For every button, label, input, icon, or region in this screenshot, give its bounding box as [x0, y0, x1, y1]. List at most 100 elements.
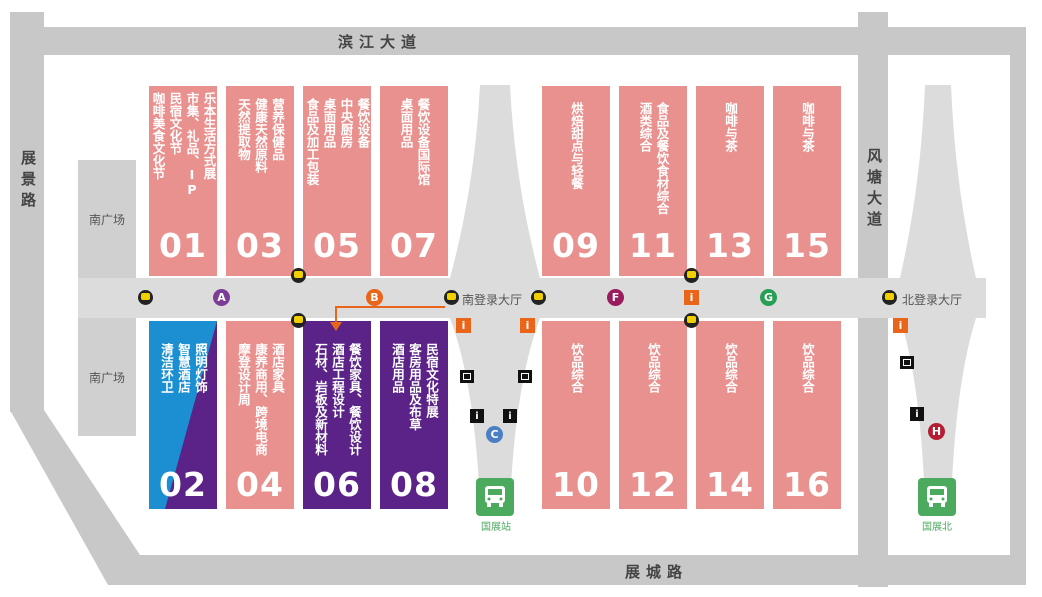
south-lobby-label: 南登录大厅: [462, 293, 523, 307]
road-left: [10, 12, 44, 412]
info-icon: i: [520, 318, 535, 333]
hall-06[interactable]: 餐饮家具、餐饮设计 酒店工程设计 石材、岩板及新材料 06: [303, 321, 371, 509]
south-plaza-top: 南广场: [78, 160, 136, 278]
hall-04-line: 酒店家具: [270, 343, 285, 393]
hall-01-line: 民宿文化节: [167, 92, 183, 155]
hall-13[interactable]: 咖啡与茶 13: [696, 86, 764, 276]
info-icon: i: [684, 290, 699, 305]
hall-02-purple-split: [165, 321, 217, 509]
hall-03-line: 健康天然原料: [253, 98, 268, 173]
hall-number: 13: [706, 226, 754, 265]
hall-number: 15: [783, 226, 831, 265]
hall-08[interactable]: 民宿文化特展 客房用品及布草 酒店用品 08: [380, 321, 448, 509]
entrance-a-marker[interactable]: A: [213, 289, 230, 306]
hall-number: 05: [313, 226, 361, 265]
south-plaza-bottom-label: 南广场: [88, 370, 125, 385]
hall-number: 06: [313, 465, 361, 504]
hall-number: 03: [236, 226, 284, 265]
hall-16[interactable]: 饮品综合 16: [773, 321, 841, 509]
hall-10-line: 饮品综合: [569, 343, 584, 393]
hall-number: 04: [236, 465, 284, 504]
hall-01-line: 乐本生活方式展: [201, 92, 217, 180]
north-lobby-label: 北登录大厅: [902, 293, 963, 307]
hall-16-line: 饮品综合: [800, 343, 815, 393]
hall-05-line: 桌面用品: [321, 98, 337, 148]
hall-10[interactable]: 饮品综合 10: [542, 321, 610, 509]
hall-04-line: 康养商用、跨境电商: [253, 343, 268, 456]
luggage-icon: [518, 370, 532, 383]
hall-05[interactable]: 餐饮设备 中央厨房 桌面用品 食品及加工包装 05: [303, 86, 371, 276]
hall-06-line: 酒店工程设计: [330, 343, 345, 418]
south-lobby-connector: [450, 85, 540, 505]
hall-03-line: 营养保健品: [270, 98, 285, 161]
hall-14[interactable]: 饮品综合 14: [696, 321, 764, 509]
hall-12-line: 饮品综合: [646, 343, 661, 393]
entrance-g-marker[interactable]: G: [760, 289, 777, 306]
hall-02[interactable]: 照明灯饰 智慧酒店 清洁环卫 02: [149, 321, 217, 509]
hall-03[interactable]: 营养保健品 健康天然原料 天然提取物 03: [226, 86, 294, 276]
road-label-top: 滨江大道: [338, 33, 423, 51]
hall-11-line: 食品及餐饮食材综合: [654, 102, 670, 215]
hall-number: 07: [390, 226, 438, 265]
hall-number: 10: [552, 465, 600, 504]
hall-07-line: 桌面用品: [398, 98, 414, 148]
road-label-right: 风塘大道: [865, 148, 883, 232]
hall-02-line: 智慧酒店: [176, 343, 191, 393]
shuttle-bus-icon: [882, 290, 897, 305]
entrance-b-marker[interactable]: B: [366, 289, 383, 306]
hall-number: 02: [159, 465, 207, 504]
metro-station-north-label: 国展北: [922, 522, 952, 533]
hall-01[interactable]: 乐本生活方式展 市集、礼品、IP 民宿文化节 咖啡美食文化节 01: [149, 86, 217, 276]
entrance-f-marker[interactable]: F: [607, 289, 624, 306]
metro-station-icon[interactable]: [476, 478, 514, 516]
hall-07[interactable]: 餐饮设备国际馆 桌面用品 07: [380, 86, 448, 276]
hall-06-line: 石材、岩板及新材料: [313, 343, 328, 456]
hall-14-line: 饮品综合: [723, 343, 738, 393]
hall-number: 01: [159, 226, 207, 265]
hall-05-line: 餐饮设备: [355, 98, 371, 148]
bus-glyph-icon: [485, 486, 505, 507]
north-lobby-connector: [900, 85, 976, 505]
luggage-icon: [900, 356, 914, 369]
hall-number: 12: [629, 465, 677, 504]
hall-number: 09: [552, 226, 600, 265]
road-label-left: 展景路: [19, 150, 37, 213]
shuttle-bus-icon: [291, 313, 306, 328]
bus-glyph-icon: [927, 486, 947, 507]
hall-02-line: 清洁环卫: [159, 343, 174, 393]
hall-number: 11: [629, 226, 677, 265]
hall-11-line: 酒类综合: [637, 102, 653, 152]
hall-number: 08: [390, 465, 438, 504]
hall-03-line: 天然提取物: [236, 98, 251, 161]
shuttle-bus-icon: [684, 268, 699, 283]
info-icon: i: [470, 409, 484, 423]
hall-13-line: 咖啡与茶: [723, 102, 738, 152]
hall-08-line: 酒店用品: [390, 343, 405, 393]
road-bottom: [108, 555, 1026, 585]
hall-08-line: 客房用品及布草: [407, 343, 422, 431]
road-top: [10, 27, 1026, 55]
entrance-h-marker[interactable]: H: [928, 423, 945, 440]
hall-01-line: 咖啡美食文化节: [150, 92, 166, 180]
hall-number: 16: [783, 465, 831, 504]
hall-09[interactable]: 烘焙甜点与轻餐 09: [542, 86, 610, 276]
shuttle-bus-icon: [531, 290, 546, 305]
hall-02-line: 照明灯饰: [193, 343, 208, 393]
info-icon: i: [910, 407, 924, 421]
entrance-c-marker[interactable]: C: [486, 426, 503, 443]
hall-number: 14: [706, 465, 754, 504]
hall-12[interactable]: 饮品综合 12: [619, 321, 687, 509]
hall-09-line: 烘焙甜点与轻餐: [569, 102, 584, 190]
metro-station-icon[interactable]: [918, 478, 956, 516]
shuttle-bus-icon: [444, 290, 459, 305]
hall-04[interactable]: 酒店家具 康养商用、跨境电商 摩登设计周 04: [226, 321, 294, 509]
hall-15[interactable]: 咖啡与茶 15: [773, 86, 841, 276]
shuttle-bus-icon: [138, 290, 153, 305]
hall-11[interactable]: 食品及餐饮食材综合 酒类综合 11: [619, 86, 687, 276]
hall-08-line: 民宿文化特展: [424, 343, 439, 418]
shuttle-bus-icon: [291, 268, 306, 283]
metro-station-south-label: 国展站: [481, 522, 511, 533]
hall-01-line: 市集、礼品、IP: [184, 92, 200, 197]
